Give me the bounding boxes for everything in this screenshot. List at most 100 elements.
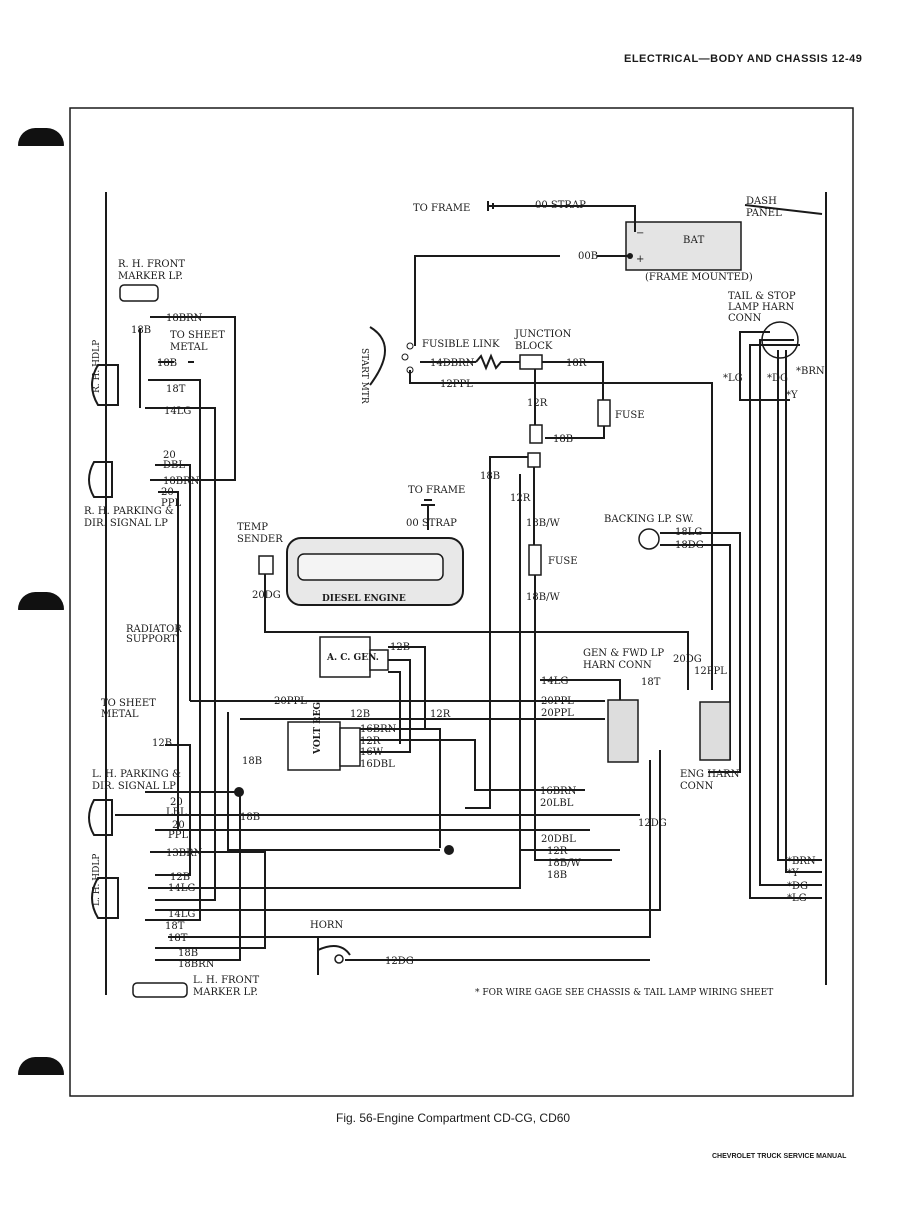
wire-12ppl: 12PPL — [440, 379, 473, 390]
wire-14lg: 14LG — [164, 406, 191, 417]
label-to-sheet-metal-b: METAL — [101, 709, 139, 720]
wire-12r: 12R — [510, 493, 531, 504]
label-to-sheet-metal: TO SHEET — [170, 330, 225, 341]
label-ac-gen: A. C. GEN. — [326, 653, 379, 663]
label-start-mtr: START MTR — [359, 348, 369, 404]
wire-12b: 12B — [170, 872, 190, 883]
label-radiator: RADIATOR — [126, 624, 182, 635]
registration-mark — [18, 592, 64, 610]
label-backing-lp-sw: BACKING LP. SW. — [604, 514, 694, 525]
eng-harness-connector — [699, 701, 731, 761]
wire-12r: 12R — [547, 846, 568, 857]
wire-t-brn: *BRN — [796, 366, 825, 377]
wire-18bw: 18B/W — [526, 518, 560, 529]
diagram-frame — [69, 107, 854, 1097]
registration-mark — [18, 1057, 64, 1075]
page-footer: CHEVROLET TRUCK SERVICE MANUAL — [712, 1153, 847, 1160]
label-rh-front-marker-2: MARKER LP. — [118, 271, 183, 282]
backing-switch — [638, 528, 660, 550]
wire-b-lg: *LG — [787, 893, 807, 904]
wire-18t: 18T — [168, 933, 188, 944]
label-tail-stop-3: CONN — [728, 313, 762, 324]
battery-label: BAT — [683, 235, 705, 246]
wire-12r: 12R — [527, 398, 548, 409]
label-rh-parking-2: DIR. SIGNAL LP — [84, 518, 168, 529]
wire-t-dg: *DG — [767, 373, 788, 384]
wire-14lg: 14LG — [541, 676, 568, 687]
label-eng-harn-2: CONN — [680, 781, 714, 792]
label-tail-stop: TAIL & STOP — [728, 291, 796, 302]
wire-ppl: PPL — [161, 498, 181, 509]
wire-12b: 12B — [390, 642, 410, 653]
label-00-strap-mid: 00 STRAP — [406, 518, 457, 529]
wire-18lg: 18LG — [675, 527, 702, 538]
label-rh-front-marker: R. H. FRONT — [118, 259, 185, 270]
wire-12dg: 12DG — [385, 956, 414, 967]
label-to-sheet-metal: TO SHEET — [101, 698, 156, 709]
label-junction: JUNCTION — [514, 329, 572, 340]
label-horn: HORN — [310, 920, 343, 931]
rh-front-marker-lamp — [119, 284, 159, 302]
wire-20: 20 — [170, 797, 183, 808]
wire-18b: 18B — [178, 948, 198, 959]
wire-b-y: *Y — [787, 868, 799, 879]
wire-20ppl: 20PPL — [274, 696, 307, 707]
figure-caption: Fig. 56-Engine Compartment CD-CG, CD60 — [336, 1111, 571, 1125]
wire-20dg: 20DG — [673, 654, 702, 665]
wire-20lbl: 20LBL — [540, 798, 574, 809]
wire-20ppl: 20PPL — [541, 708, 574, 719]
label-tail-stop-2: LAMP HARN — [728, 302, 794, 313]
wire-b-dg: *DG — [787, 881, 808, 892]
wire-18t: 18T — [166, 384, 186, 395]
wire-ppl: PPL — [168, 830, 188, 841]
diesel-engine-label: DIESEL ENGINE — [322, 594, 406, 604]
lh-parking-lamp — [88, 799, 113, 836]
wire-18b: 18B — [480, 471, 500, 482]
wire-16w: 16W — [360, 747, 384, 758]
fuse-2 — [528, 544, 542, 576]
battery-plus: + — [636, 254, 644, 265]
ac-generator — [319, 636, 371, 678]
wire-t-y: *Y — [786, 390, 798, 401]
temp-sender — [258, 555, 274, 575]
label-fuse: FUSE — [615, 410, 645, 421]
wire-18b: 18B — [157, 358, 177, 369]
label-temp-sender: TEMP — [237, 522, 268, 533]
wire-20: 20 — [161, 487, 174, 498]
wire-16dbl: 16DBL — [360, 759, 395, 770]
label-radiator-2: SUPPORT — [126, 634, 177, 645]
wire-20ppl: 20PPL — [541, 696, 574, 707]
wire-t-lg: *LG — [723, 373, 743, 384]
wire-12ppl: 12PPL — [694, 666, 727, 677]
label-lh-parking: L. H. PARKING & — [92, 769, 181, 780]
wire-20: 20 — [172, 820, 185, 831]
wire-20dg: 20DG — [252, 590, 281, 601]
wire-18b: 18B — [242, 756, 262, 767]
label-lh-front-marker-2: MARKER LP. — [193, 987, 258, 998]
wire-18bw: 18B/W — [547, 858, 581, 869]
wire-dbl: DBL — [163, 460, 185, 471]
label-rh-parking: R. H. PARKING & — [84, 506, 174, 517]
horn-body — [317, 938, 351, 975]
footnote: * FOR WIRE GAGE SEE CHASSIS & TAIL LAMP … — [475, 988, 773, 998]
label-to-sheet-metal-b: METAL — [170, 342, 208, 353]
wire-18brn: 18BRN — [178, 959, 215, 970]
label-volt-reg: VOLT REG — [313, 702, 323, 755]
wire-18t: 18T — [641, 677, 661, 688]
junction-block — [519, 354, 543, 370]
wire-14dbrn: 14DBRN — [430, 358, 475, 369]
label-to-frame: TO FRAME — [413, 203, 470, 214]
label-temp-sender-2: SENDER — [237, 534, 283, 545]
wire-12b: 12B — [152, 738, 172, 749]
label-dash-panel: DASH — [746, 196, 777, 207]
label-junction-2: BLOCK — [515, 341, 553, 352]
label-rh-hdlp: R. H. HDLP — [92, 340, 102, 393]
wire-20dbl: 20DBL — [541, 834, 576, 845]
label-eng-harn: ENG HARN — [680, 769, 740, 780]
wire-16brn: 16BRN — [540, 786, 577, 797]
wire-12r: 12R — [430, 709, 451, 720]
wire-14lg: 14LG — [168, 883, 195, 894]
label-fusible-link: FUSIBLE LINK — [422, 339, 500, 350]
label-gen-harn-2: HARN CONN — [583, 660, 652, 671]
